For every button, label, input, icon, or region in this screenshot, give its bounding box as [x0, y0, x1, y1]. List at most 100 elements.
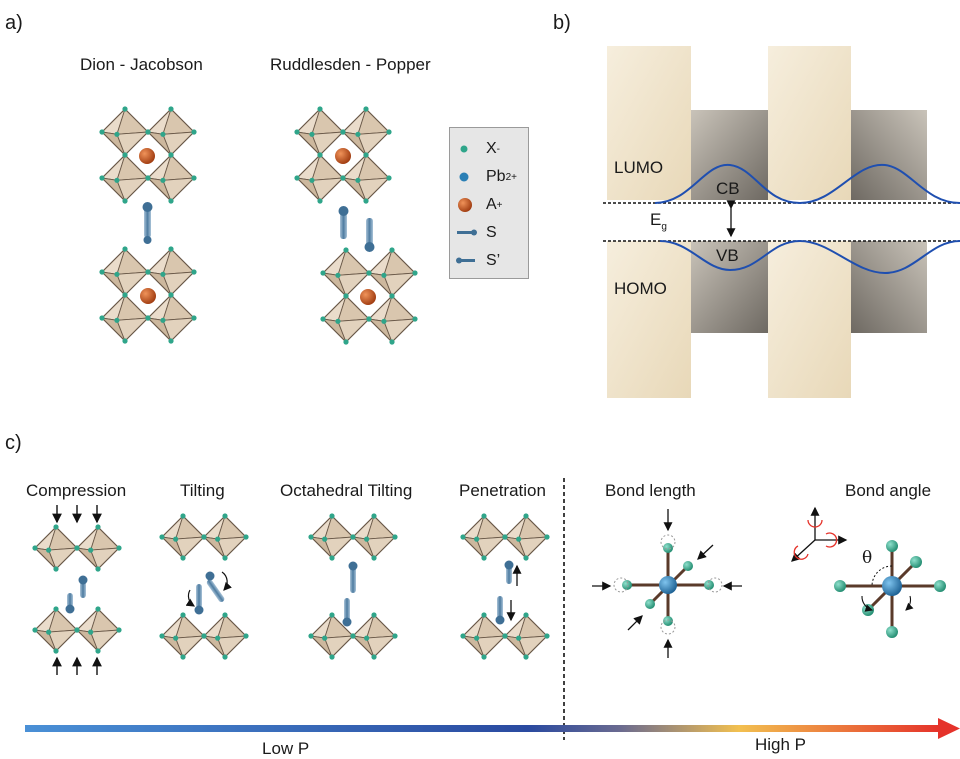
x-anion: [53, 606, 59, 612]
panel-label-b: b): [553, 12, 571, 34]
x-anion: [329, 654, 335, 660]
x-anion: [222, 555, 228, 561]
x-anion: [122, 246, 128, 252]
panel-label-c: c): [5, 432, 22, 454]
x-anion: [317, 198, 323, 204]
x-anion: [386, 175, 392, 181]
panel-c-octahedra: [32, 513, 550, 660]
x-anion: [168, 338, 174, 344]
pb-cation-icon: [456, 166, 478, 188]
x-anion-icon: [456, 138, 478, 160]
x-anion: [160, 317, 166, 323]
tilting-spacers: [185, 571, 232, 615]
x-anion: [366, 270, 372, 276]
x-anion: [392, 534, 398, 540]
panel-label-a: a): [5, 12, 23, 34]
x-anion: [309, 131, 315, 137]
legend-item-s: S: [456, 222, 497, 244]
x-anion: [474, 635, 480, 641]
high-p-label: High P: [755, 735, 807, 754]
x-anion: [122, 292, 128, 298]
x-anion: [53, 524, 59, 530]
x-anion: [544, 534, 550, 540]
x-anion: [222, 654, 228, 660]
x-anion: [160, 177, 166, 183]
x-anion: [523, 513, 529, 519]
x-anion: [99, 129, 105, 135]
bond-length-motif: [592, 509, 742, 658]
x-anion: [516, 536, 522, 542]
x-anion: [168, 246, 174, 252]
x-anion: [168, 152, 174, 158]
theta-label: θ: [862, 548, 873, 568]
x-anion: [386, 129, 392, 135]
dj-spacer-s: [142, 202, 153, 244]
vb-label: VB: [716, 246, 739, 265]
homo-block-1: [607, 241, 691, 398]
x-anion: [160, 271, 166, 277]
x-anion: [320, 270, 326, 276]
cb-block-2: [851, 110, 927, 200]
rp-top-octahedra: [294, 106, 392, 204]
band-diagram: [603, 46, 960, 398]
x-anion: [371, 612, 377, 618]
vb-block-2: [851, 241, 927, 333]
x-anion: [350, 633, 356, 639]
homo-label: HOMO: [614, 279, 667, 298]
x-anion: [389, 339, 395, 345]
cb-block-1: [691, 110, 768, 200]
x-anion: [95, 648, 101, 654]
penetration-label: Penetration: [459, 481, 546, 500]
x-anion: [389, 247, 395, 253]
rotation-axes-icon: [791, 506, 848, 562]
rp-title: Ruddlesden - Popper: [270, 55, 431, 74]
x-anion: [173, 536, 179, 542]
x-anion: [523, 612, 529, 618]
x-anion: [309, 177, 315, 183]
x-anion: [114, 271, 120, 277]
x-anion: [180, 513, 186, 519]
bond-angle-label: Bond angle: [845, 481, 932, 500]
x-anion: [122, 106, 128, 112]
x-anion: [191, 129, 197, 135]
x-anion: [159, 534, 165, 540]
x-anion: [191, 269, 197, 275]
x-anion: [215, 635, 221, 641]
x-anion: [294, 129, 300, 135]
x-anion: [350, 534, 356, 540]
x-anion: [355, 177, 361, 183]
x-anion: [343, 247, 349, 253]
x-anion: [343, 293, 349, 299]
x-anion: [46, 547, 52, 553]
x-anion: [99, 315, 105, 321]
x-anion: [502, 633, 508, 639]
x-anion: [329, 555, 335, 561]
x-anion: [180, 612, 186, 618]
x-anion: [215, 536, 221, 542]
cb-label: CB: [716, 179, 740, 198]
x-anion: [168, 106, 174, 112]
x-anion: [114, 177, 120, 183]
lumo-label: LUMO: [614, 158, 664, 177]
x-anion: [168, 198, 174, 204]
homo-block-2: [768, 241, 851, 398]
pressure-arrow: [25, 718, 960, 739]
legend-item-x: X-: [456, 138, 500, 160]
x-anion: [474, 536, 480, 542]
x-anion: [460, 633, 466, 639]
x-anion: [481, 612, 487, 618]
x-anion: [145, 175, 151, 181]
x-anion: [363, 106, 369, 112]
x-anion: [329, 513, 335, 519]
x-anion: [355, 131, 361, 137]
x-anion: [243, 534, 249, 540]
s-prime-spacer-icon: [456, 250, 478, 272]
x-anion: [99, 269, 105, 275]
x-anion: [88, 547, 94, 553]
dj-title: Dion - Jacobson: [80, 55, 203, 74]
x-anion: [340, 129, 346, 135]
x-anion: [145, 315, 151, 321]
